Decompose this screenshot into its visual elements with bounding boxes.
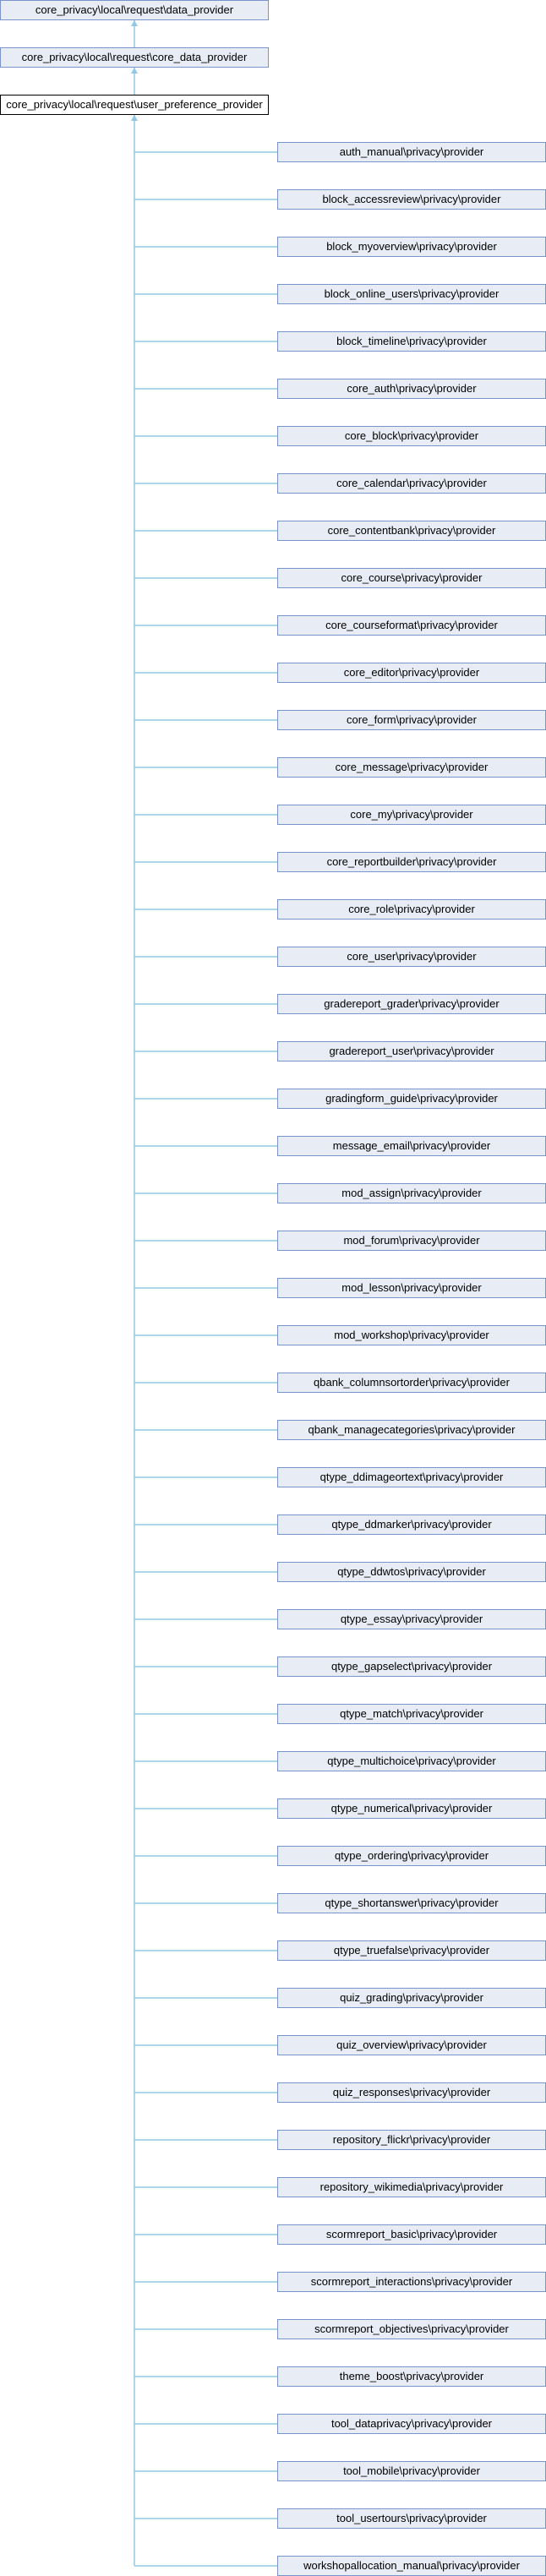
arrowhead-icon xyxy=(131,68,138,74)
child-class-box[interactable]: qtype_multichoice\privacy\provider xyxy=(277,1751,546,1771)
child-class-box[interactable]: quiz_responses\privacy\provider xyxy=(277,2082,546,2103)
child-class-box[interactable]: core_reportbuilder\privacy\provider xyxy=(277,852,546,872)
child-class-box[interactable]: core_user\privacy\provider xyxy=(277,947,546,967)
child-class-box[interactable]: scormreport_basic\privacy\provider xyxy=(277,2224,546,2245)
arrowhead-icon xyxy=(131,20,138,26)
child-class-box[interactable]: qtype_ordering\privacy\provider xyxy=(277,1846,546,1866)
child-class-box[interactable]: workshopallocation_manual\privacy\provid… xyxy=(277,2556,546,2576)
child-class-box[interactable]: theme_boost\privacy\provider xyxy=(277,2366,546,2387)
child-class-box[interactable]: qtype_numerical\privacy\provider xyxy=(277,1798,546,1819)
child-class-box[interactable]: gradereport_grader\privacy\provider xyxy=(277,994,546,1014)
child-class-box[interactable]: qtype_ddwtos\privacy\provider xyxy=(277,1562,546,1582)
child-class-box[interactable]: core_role\privacy\provider xyxy=(277,899,546,920)
child-class-box[interactable]: qbank_managecategories\privacy\provider xyxy=(277,1420,546,1440)
child-class-box[interactable]: repository_flickr\privacy\provider xyxy=(277,2130,546,2150)
child-class-box[interactable]: quiz_grading\privacy\provider xyxy=(277,1988,546,2008)
child-class-box[interactable]: core_courseformat\privacy\provider xyxy=(277,615,546,636)
child-class-box[interactable]: message_email\privacy\provider xyxy=(277,1136,546,1156)
child-class-box[interactable]: scormreport_objectives\privacy\provider xyxy=(277,2319,546,2339)
ancestor-data-provider[interactable]: core_privacy\local\request\data_provider xyxy=(0,0,269,20)
child-class-box[interactable]: qtype_truefalse\privacy\provider xyxy=(277,1940,546,1961)
child-class-box[interactable]: qtype_ddmarker\privacy\provider xyxy=(277,1514,546,1535)
child-class-box[interactable]: tool_mobile\privacy\provider xyxy=(277,2461,546,2481)
current-class-user-preference-provider: core_privacy\local\request\user_preferen… xyxy=(0,95,269,115)
child-class-box[interactable]: core_block\privacy\provider xyxy=(277,426,546,446)
child-class-box[interactable]: gradereport_user\privacy\provider xyxy=(277,1041,546,1062)
child-class-box[interactable]: core_contentbank\privacy\provider xyxy=(277,521,546,541)
child-class-box[interactable]: mod_assign\privacy\provider xyxy=(277,1183,546,1203)
child-class-box[interactable]: qtype_match\privacy\provider xyxy=(277,1704,546,1724)
child-class-box[interactable]: core_auth\privacy\provider xyxy=(277,379,546,399)
child-class-box[interactable]: tool_usertours\privacy\provider xyxy=(277,2508,546,2529)
child-class-box[interactable]: auth_manual\privacy\provider xyxy=(277,142,546,162)
child-class-box[interactable]: block_online_users\privacy\provider xyxy=(277,284,546,304)
ancestor-core-data-provider[interactable]: core_privacy\local\request\core_data_pro… xyxy=(0,47,269,68)
child-class-box[interactable]: block_myoverview\privacy\provider xyxy=(277,237,546,257)
child-class-box[interactable]: block_accessreview\privacy\provider xyxy=(277,189,546,210)
child-class-box[interactable]: core_editor\privacy\provider xyxy=(277,663,546,683)
child-class-box[interactable]: quiz_overview\privacy\provider xyxy=(277,2035,546,2055)
arrowhead-icon xyxy=(131,115,138,121)
child-class-box[interactable]: block_timeline\privacy\provider xyxy=(277,331,546,352)
child-class-box[interactable]: tool_dataprivacy\privacy\provider xyxy=(277,2414,546,2434)
child-class-box[interactable]: qbank_columnsortorder\privacy\provider xyxy=(277,1373,546,1393)
child-class-box[interactable]: mod_forum\privacy\provider xyxy=(277,1231,546,1251)
child-class-box[interactable]: scormreport_interactions\privacy\provide… xyxy=(277,2272,546,2292)
child-class-box[interactable]: qtype_shortanswer\privacy\provider xyxy=(277,1893,546,1913)
child-class-box[interactable]: core_my\privacy\provider xyxy=(277,805,546,825)
child-class-box[interactable]: gradingform_guide\privacy\provider xyxy=(277,1089,546,1109)
child-class-box[interactable]: core_form\privacy\provider xyxy=(277,710,546,730)
child-class-box[interactable]: qtype_essay\privacy\provider xyxy=(277,1609,546,1629)
child-class-box[interactable]: core_calendar\privacy\provider xyxy=(277,473,546,494)
child-class-box[interactable]: core_message\privacy\provider xyxy=(277,757,546,778)
child-class-box[interactable]: mod_workshop\privacy\provider xyxy=(277,1325,546,1345)
child-class-box[interactable]: qtype_ddimageortext\privacy\provider xyxy=(277,1467,546,1487)
child-class-box[interactable]: qtype_gapselect\privacy\provider xyxy=(277,1656,546,1677)
child-class-box[interactable]: core_course\privacy\provider xyxy=(277,568,546,588)
child-class-box[interactable]: mod_lesson\privacy\provider xyxy=(277,1278,546,1298)
child-class-box[interactable]: repository_wikimedia\privacy\provider xyxy=(277,2177,546,2197)
